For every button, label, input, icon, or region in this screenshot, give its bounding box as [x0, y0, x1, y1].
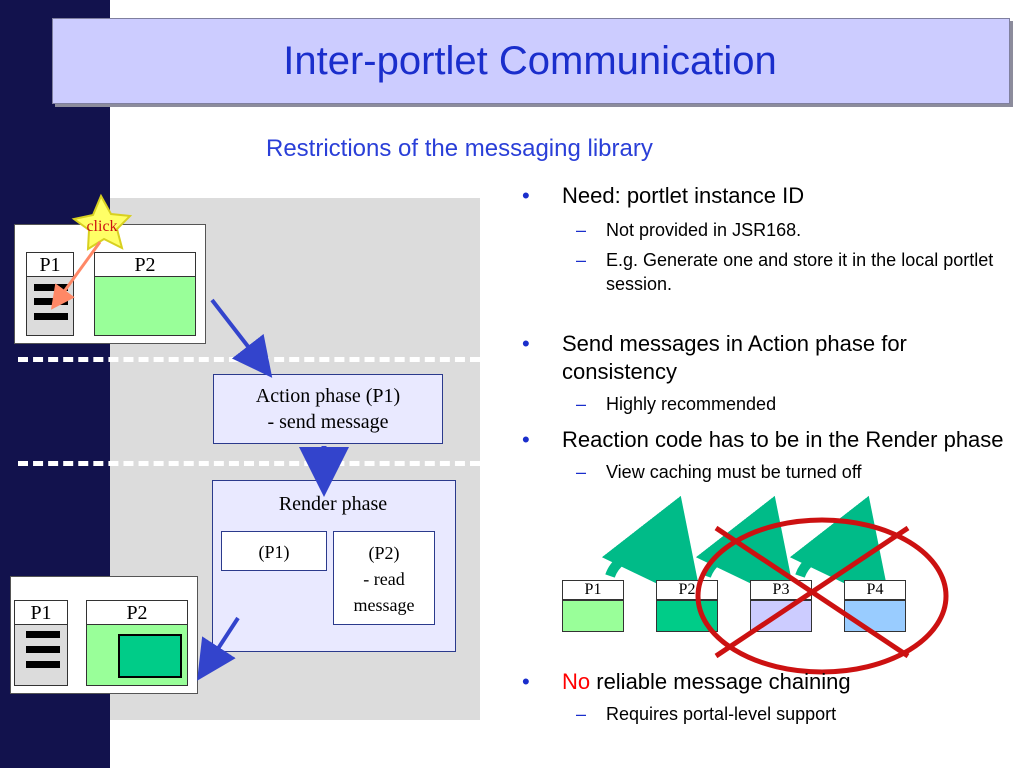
bullet-item: • Reaction code has to be in the Render p…: [522, 426, 1012, 454]
bullet-emphasis-no: No: [562, 669, 591, 694]
bullet-dot-icon: •: [522, 331, 530, 356]
action-phase-title: Action phase (P1): [255, 385, 401, 407]
sub-bullet-text: Highly recommended: [606, 394, 777, 414]
portlet-tab-p2: P2: [86, 600, 188, 626]
title-banner: [52, 18, 1010, 104]
sub-bullet-item: –Not provided in JSR168.: [522, 218, 1012, 242]
render-p2-object: message: [353, 595, 415, 615]
sub-bullet-dash-icon: –: [576, 250, 587, 270]
bullet-item: • Need: portlet instance ID: [522, 182, 1012, 210]
slide-title: Inter-portlet Communication: [283, 39, 777, 83]
portlet-tab-p1: P1: [14, 600, 68, 626]
action-phase-detail: - send message: [267, 411, 389, 433]
click-star-icon: [71, 193, 133, 251]
bullet-text: reliable message chaining: [590, 669, 851, 694]
sub-bullet-item: –Highly recommended: [522, 392, 1012, 416]
chain-tab-p1: P1: [562, 580, 624, 600]
render-p1-box: (P1): [221, 531, 327, 571]
sub-bullet-dash-icon: –: [576, 462, 587, 482]
prohibit-circle-icon: [695, 517, 949, 675]
render-p2-box: (P2) - read message: [333, 531, 435, 625]
bullet-dot-icon: •: [522, 427, 530, 452]
click-label: click: [86, 218, 118, 235]
render-p2-label: (P2): [368, 543, 400, 563]
chain-body-p1: [562, 600, 624, 632]
bullet-text: Reaction code has to be in the Render ph…: [562, 427, 1004, 452]
bullet-item: • No reliable message chaining: [522, 668, 1012, 696]
portlet-p2-body: [94, 276, 196, 336]
message-chain: P1 P2 P3 P4: [562, 580, 912, 636]
sub-bullet-item: –E.g. Generate one and store it in the l…: [522, 248, 1012, 296]
cross-line-icon: [714, 525, 910, 659]
chain-arrow-p2-p3-icon: [695, 495, 797, 606]
sub-bullet-item: –View caching must be turned off: [522, 460, 1012, 484]
chain-tab-p3: P3: [750, 580, 812, 600]
chain-arrow-p1-p2-icon: [601, 495, 703, 606]
portlet-tab-p1: P1: [26, 252, 74, 278]
click-arrow-icon: [50, 241, 102, 310]
sub-bullet-text: Not provided in JSR168.: [606, 220, 802, 240]
bullet-text: Send messages in Action phase for consis…: [562, 331, 907, 384]
arrow-to-action-icon: [210, 298, 273, 378]
arrow-to-output-icon: [197, 616, 240, 681]
phase-divider-bottom: [18, 461, 480, 466]
sub-bullet-dash-icon: –: [576, 704, 587, 724]
render-phase-title: Render phase: [278, 493, 388, 515]
bullet-dot-icon: •: [522, 669, 530, 694]
portlet-tab-p2: P2: [94, 252, 196, 278]
sub-bullet-text: E.g. Generate one and store it in the lo…: [606, 250, 994, 294]
render-p2-action: - read: [363, 569, 405, 589]
chain-body-p4: [844, 600, 906, 632]
bullet-list-bottom: • No reliable message chaining –Requires …: [522, 668, 1012, 726]
action-phase-box: Action phase (P1) - send message: [213, 374, 443, 444]
sub-bullet-dash-icon: –: [576, 394, 587, 414]
sub-bullet-item: –Requires portal-level support: [522, 702, 1012, 726]
sub-bullet-dash-icon: –: [576, 220, 587, 240]
sub-bullet-text: Requires portal-level support: [606, 704, 837, 724]
menu-bar-line: [26, 661, 60, 668]
chain-tab-p4: P4: [844, 580, 906, 600]
bullet-text: Need: portlet instance ID: [562, 183, 805, 208]
chain-tab-p2: P2: [656, 580, 718, 600]
updated-content-block: [118, 634, 182, 678]
bullet-item: • Send messages in Action phase for consi…: [522, 330, 1012, 386]
sub-bullet-text: View caching must be turned off: [606, 462, 862, 482]
menu-bar-line: [26, 631, 60, 638]
bullet-dot-icon: •: [522, 183, 530, 208]
bullet-list: •Need: portlet instance ID –Not provided…: [522, 182, 1012, 484]
slide-subtitle: Restrictions of the messaging library: [266, 135, 653, 162]
menu-bar-line: [26, 646, 60, 653]
menu-bar-line: [34, 313, 68, 320]
